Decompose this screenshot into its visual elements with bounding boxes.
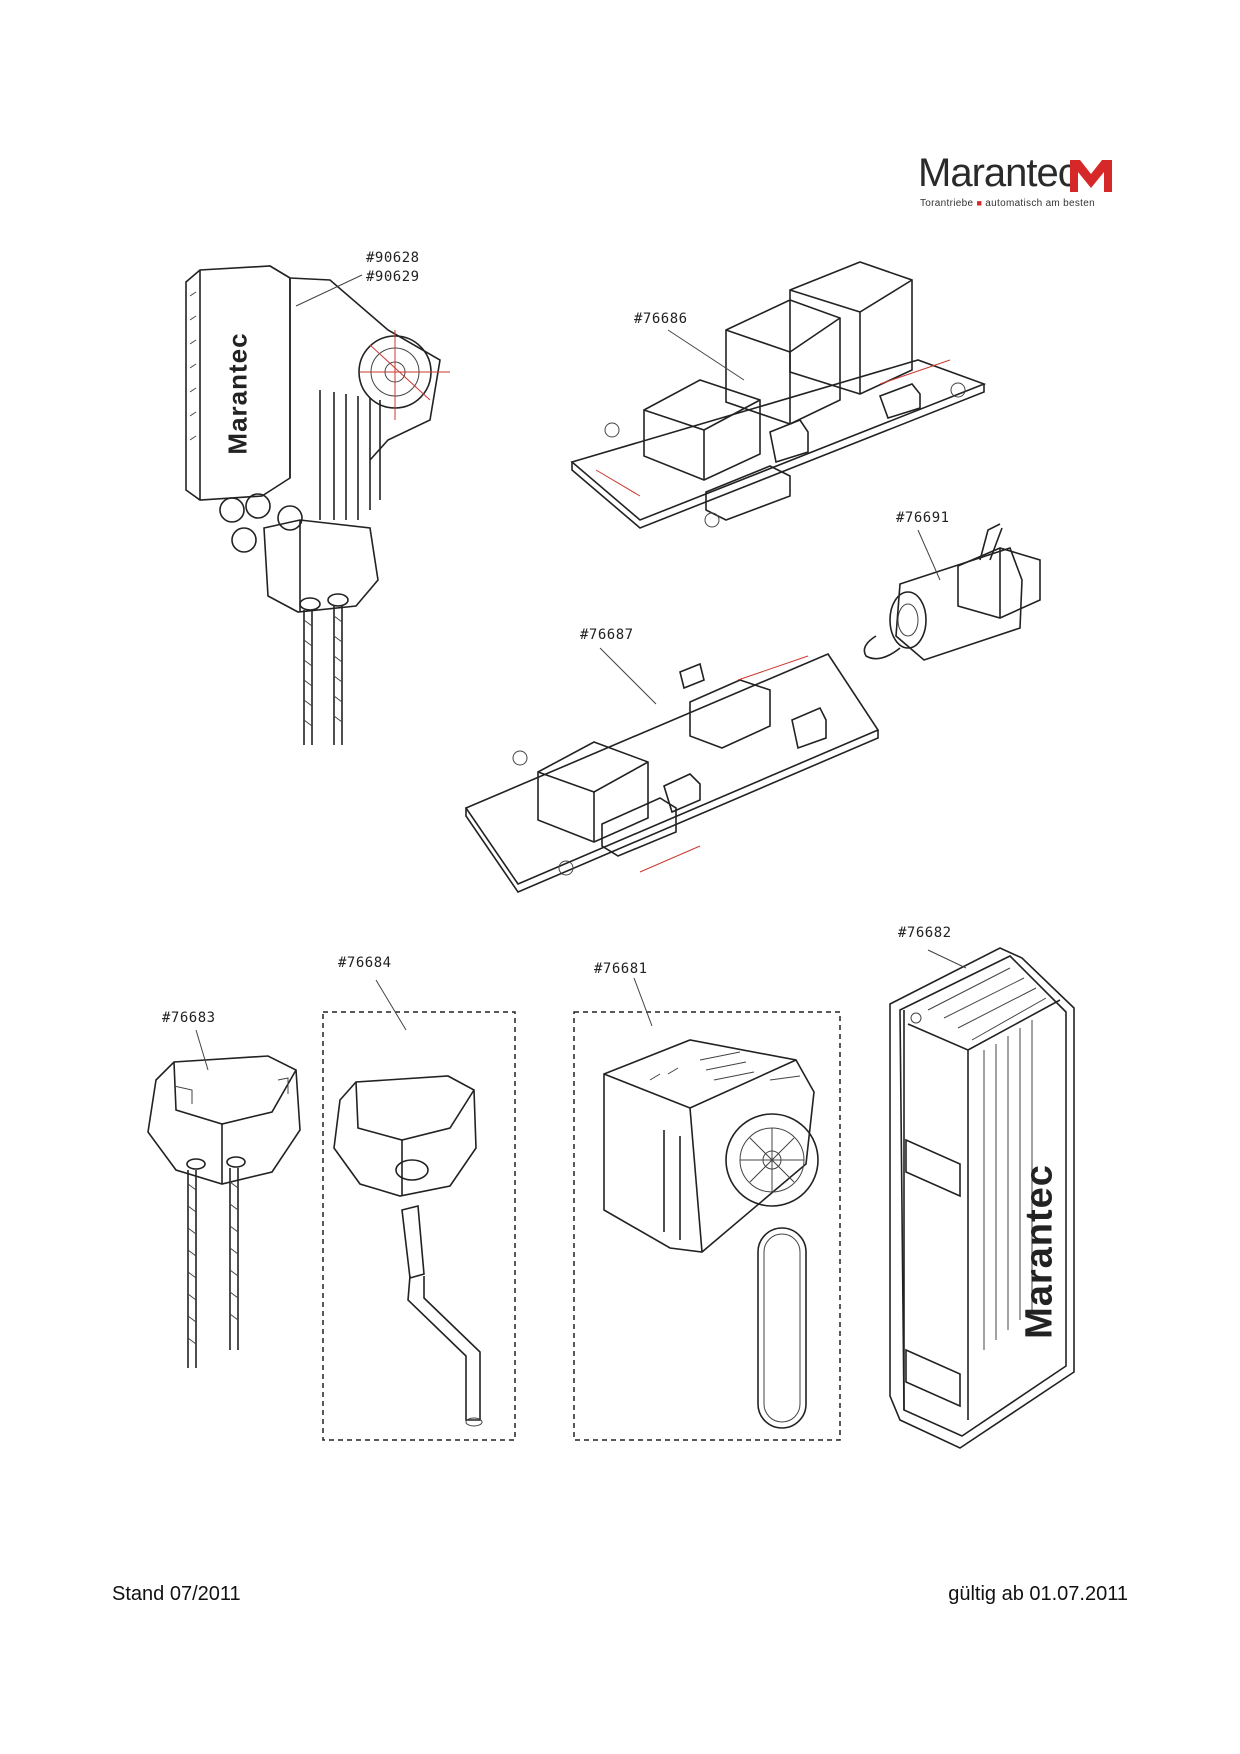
leader-board-small	[599, 647, 657, 705]
cover-brand-text: Marantec	[1018, 1164, 1061, 1339]
chain-wheel-drawing	[147, 1055, 301, 1185]
crank-set-drawing	[333, 1075, 483, 1427]
footer-date: Stand 07/2011	[112, 1583, 241, 1605]
part-number-crank-set: #76684	[338, 955, 392, 971]
capacitor-drawing	[863, 523, 1041, 661]
part-number-board-large: #76686	[634, 311, 688, 327]
footer-validity: gültig ab 01.07.2011	[948, 1583, 1128, 1605]
leader-gear-unit	[633, 977, 653, 1027]
leader-capacitor	[917, 529, 941, 581]
part-number-motor-b: #90629	[366, 269, 420, 285]
leader-board-large	[667, 329, 745, 381]
tagline-left: Torantriebe	[920, 198, 974, 209]
tagline-dot-icon: ■	[976, 198, 983, 208]
leader-cover	[927, 949, 967, 969]
part-number-board-small: #76687	[580, 627, 634, 643]
part-number-cover: #76682	[898, 925, 952, 941]
brand-mark-icon	[1070, 160, 1112, 192]
tagline-right: automatisch am besten	[985, 198, 1095, 209]
crank-set-box	[322, 1011, 516, 1441]
board-large-drawing	[570, 261, 987, 529]
motor-drawing	[185, 265, 450, 613]
brand-name: Marantec	[918, 151, 1078, 195]
part-number-capacitor: #76691	[896, 510, 950, 526]
gear-unit-drawing	[603, 1039, 819, 1429]
leader-motor	[295, 274, 363, 307]
leader-chain-wheel	[195, 1029, 209, 1071]
part-number-chain-wheel: #76683	[162, 1010, 216, 1026]
gear-unit-box	[573, 1011, 841, 1441]
motor-chain	[303, 606, 343, 745]
part-number-motor-a: #90628	[366, 250, 420, 266]
board-small-drawing	[464, 653, 880, 893]
chain-wheel-chain	[187, 1168, 239, 1368]
motor-brand-text: Marantec	[222, 332, 253, 455]
part-number-gear-unit: #76681	[594, 961, 648, 977]
brand-logo: Marantec Torantriebe ■ automatisch am be…	[918, 150, 1118, 212]
brand-tagline: Torantriebe ■ automatisch am besten	[920, 198, 1095, 209]
cover-drawing	[889, 947, 1075, 1449]
leader-crank-set	[375, 979, 407, 1031]
